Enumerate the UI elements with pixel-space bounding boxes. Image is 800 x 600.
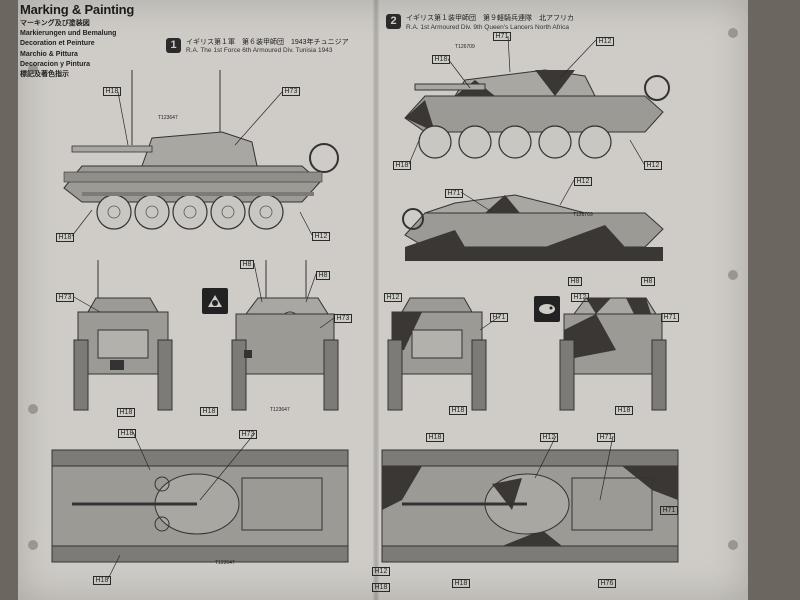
serial-number: T126709 [573,212,593,218]
scheme-2-number: 2 [386,14,401,29]
language-fr: Decoration et Peinture [20,40,95,48]
paint-callout: H18 [117,407,135,417]
paint-callout: H71 [597,432,615,442]
paint-callout: H18 [93,575,111,585]
regiment-emblem-icon [534,296,560,322]
paint-callout: H12 [312,231,330,241]
paint-callout: H71 [661,312,679,322]
paint-callout: H12 [571,292,589,302]
scheme-1-title-jp: イギリス第１軍 第６装甲師団 1943年チュニジア [186,39,349,46]
paint-callout: H12 [574,176,592,186]
scheme-2-title-jp: イギリス第１装甲師団 第９軽騎兵連隊 北アフリカ [406,15,574,22]
paint-callout: H18 [432,54,450,64]
punch-hole [728,28,738,38]
language-de: Markierungen und Bemalung [20,30,117,38]
page-title: Marking & Painting [20,2,135,17]
language-list: マーキング及び塗装図 Markierungen und Bemalung Dec… [20,19,116,80]
paint-callout: H71 [445,188,463,198]
paint-callout: H8 [240,259,254,269]
scheme-2-side-view-alt [402,194,664,261]
language-es: Decoracion y Pintura [20,60,91,68]
scheme-1-rear-view [231,260,339,411]
language-zh: 標記及著色指示 [20,71,69,79]
paint-callout: H71 [493,31,511,41]
paint-callout: H18 [103,86,121,96]
scheme-1-number: 1 [166,38,181,53]
punch-hole [28,404,38,414]
paint-callout: H12 [384,292,402,302]
division-emblem-icon [202,288,228,314]
paint-callout: H18 [393,160,411,170]
scheme-2-title-en: R.A. 1st Armoured Div. 9th Queen's Lance… [406,24,569,31]
paint-callout: H18 [615,405,633,415]
punch-hole [728,270,738,280]
punch-hole [728,540,738,550]
serial-number: T126709 [455,44,475,50]
paint-callout: H18 [372,582,390,592]
paint-callout: H18 [449,405,467,415]
scheme-2-rear-view [559,297,667,411]
paint-callout: H73 [56,292,74,302]
language-jp: マーキング及び塗装図 [20,20,90,27]
paint-callout: H18 [426,432,444,442]
paint-callout: H18 [200,406,218,416]
paint-callout: H18 [56,232,74,242]
paint-callout: H76 [598,578,616,588]
paint-callout: H8 [316,270,330,280]
scheme-1-title-en: R.A. The 1st Force 6th Armoured Div. Tun… [186,47,333,54]
paint-callout: H12 [372,566,390,576]
paint-callout: H12 [596,36,614,46]
paint-callout: H8 [568,276,582,286]
punch-hole [28,64,38,74]
scheme-2-front-view [387,297,487,411]
serial-number: T123647 [270,407,290,413]
serial-number: T123647 [158,115,178,121]
language-it: Marchio & Pittura [20,50,78,58]
paint-callout: H71 [490,312,508,322]
paint-callout: H73 [239,429,257,439]
paint-callout: H73 [282,86,300,96]
paint-callout: H18 [452,578,470,588]
paint-callout: H12 [644,160,662,170]
paint-callout: H8 [641,276,655,286]
scheme-1-side-view [63,70,339,230]
paint-callout: H73 [334,313,352,323]
paint-callout: H71 [660,505,678,515]
scheme-1-front-view [73,260,173,411]
page-fold [373,0,379,600]
scheme-1-top-view [51,449,349,563]
paint-callout: H12 [540,432,558,442]
scheme-2-top-view [381,449,679,563]
punch-hole [28,540,38,550]
serial-number: T123647 [215,560,235,566]
paint-callout: H18 [118,428,136,438]
